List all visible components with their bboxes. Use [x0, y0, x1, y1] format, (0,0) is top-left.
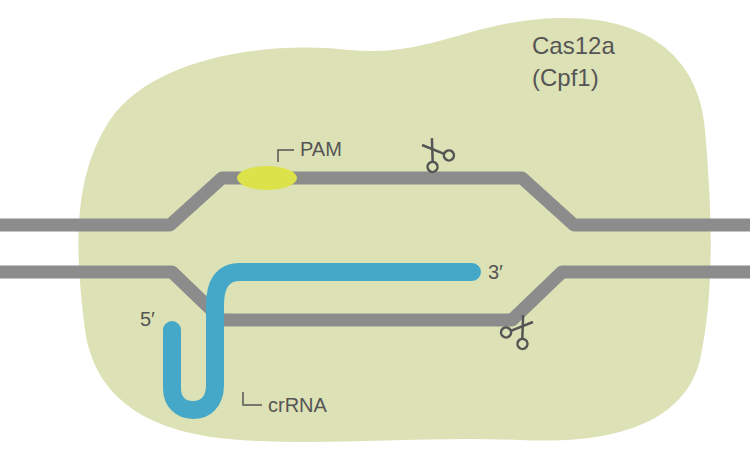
non-target-strand: [0, 178, 750, 225]
crrna-label: crRNA: [268, 393, 327, 417]
crrna-leader: [243, 392, 262, 405]
pam-site: [237, 166, 297, 190]
crrna-strand: [172, 272, 472, 410]
scissors-icon: [499, 310, 540, 351]
pam-label: PAM: [300, 137, 342, 161]
protein-name: Cas12a (Cpf1): [532, 30, 652, 94]
end-label: 3′: [488, 260, 503, 284]
pam-leader: [278, 150, 294, 162]
scissors-icon: [415, 133, 456, 174]
end-label: 5′: [140, 307, 155, 331]
